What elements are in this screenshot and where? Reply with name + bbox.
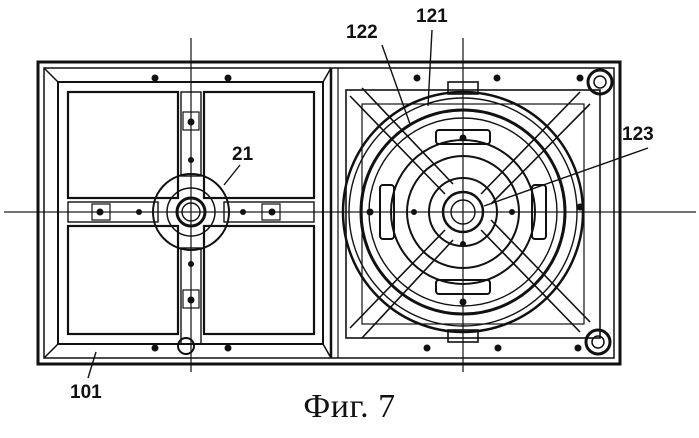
rivet [414, 75, 421, 82]
rivet [136, 209, 142, 215]
rivet [575, 345, 582, 352]
rivet [240, 209, 246, 215]
rivet [460, 135, 467, 142]
label-121: 121 [416, 6, 448, 27]
rivet [577, 75, 584, 82]
rivet [367, 209, 374, 216]
rivet [494, 75, 501, 82]
rivet [152, 75, 159, 82]
rivet [225, 345, 232, 352]
rivet [460, 299, 467, 306]
leader-21 [224, 165, 240, 185]
rivet [509, 209, 515, 215]
rivet [495, 345, 502, 352]
rivet [225, 75, 232, 82]
rivet [577, 204, 584, 211]
center-lines [4, 38, 696, 372]
spoke [362, 88, 453, 184]
opening-top-right [204, 92, 314, 198]
spoke [481, 92, 580, 194]
rivet [188, 261, 194, 267]
corner-bolt-top-right-inner [594, 76, 606, 88]
rivet [424, 345, 431, 352]
rivet [269, 209, 276, 216]
opening-bottom-right [204, 226, 314, 334]
spoke [481, 230, 580, 332]
rivet [188, 297, 195, 304]
corner-bevel [44, 68, 58, 82]
left-grate [44, 68, 331, 358]
label-21: 21 [232, 144, 254, 165]
diagonal-spokes [350, 88, 590, 338]
opening-top-left [68, 92, 178, 198]
label-122: 122 [346, 22, 378, 43]
rivet [188, 157, 194, 163]
rivet [188, 119, 195, 126]
rivet [97, 209, 104, 216]
rivet [460, 241, 466, 247]
rivet [411, 209, 417, 215]
corner-bolt-bottom-right [586, 330, 610, 354]
opening-bottom-left [68, 226, 178, 334]
rivet [152, 345, 159, 352]
left-grate-dots [97, 75, 276, 352]
corner-bevel [44, 344, 58, 358]
figure-caption: Фиг. 7 [0, 388, 699, 426]
label-123: 123 [622, 124, 654, 145]
